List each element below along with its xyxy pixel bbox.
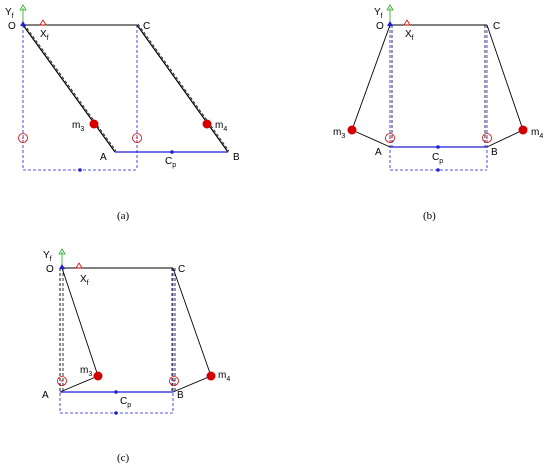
panel-a-y-arrow-icon [19, 4, 27, 11]
panel-b-c-label: C [493, 21, 500, 32]
panel-c-marker-dot-right [173, 380, 175, 382]
panel-b-marker-dot-left [389, 137, 391, 139]
panel-a-mass-3 [89, 119, 99, 129]
panel-a-marker-circle-right [132, 133, 142, 143]
panel-a-coupler-midpoint [170, 150, 174, 154]
panel-c-caption: (c) [117, 452, 130, 464]
panel-a-cp-label: Cp [165, 156, 176, 169]
panel-a-marker-dot-right [136, 137, 138, 139]
panel-b-b-label: B [491, 147, 498, 158]
panel-a-mass-4 [202, 119, 212, 129]
panel-a-link-cb [136, 24, 229, 153]
panel-b-x-label: Xf [405, 29, 414, 42]
panel-c-m3-label: m3 [80, 365, 92, 378]
panel-a-b-label: B [233, 152, 240, 163]
panel-b-m3-label: m3 [333, 127, 345, 140]
panel-b-marker-circle-right [482, 133, 492, 143]
panel-b-link-m3-a [351, 129, 391, 148]
panel-b-x-arrow-icon [403, 19, 411, 26]
panel-c-link-o-m3 [61, 267, 99, 377]
panel-b-marker-dot-right [486, 137, 488, 139]
panel-c-origin-label: O [46, 264, 54, 275]
panel-c-x-arrow-icon [75, 262, 83, 269]
panel-c-mass-4 [206, 371, 216, 381]
panel-c-x-label: Xf [80, 274, 89, 287]
panel-b-link-o-m3 [351, 24, 391, 131]
panel-b-y-arrow-icon [386, 4, 394, 11]
panel-b-caption: (b) [423, 210, 436, 222]
panel-a-link-oa [22, 24, 116, 153]
panel-a-c-label: C [143, 21, 150, 32]
panel-b-link-m4-b [486, 129, 524, 148]
panel-c-marker-circle-left [57, 376, 67, 386]
panel-c-mass-3 [93, 371, 103, 381]
panel-c-origin-marker-icon [59, 264, 65, 269]
panel-a-origin-marker-icon [20, 21, 26, 26]
panel-c-ground-arrow-dot [114, 411, 118, 415]
panel-c: Yf O Xf C m3 m4 A B Cp (c) [42, 248, 230, 464]
panel-c-y-label: Yf [43, 250, 52, 263]
panel-b-origin-marker-icon [387, 21, 393, 26]
panel-b-cp-label: Cp [432, 152, 443, 165]
panel-a-ground-arrow-dot [78, 168, 82, 172]
panel-b-link-c-m4 [486, 24, 524, 131]
panel-a-origin-label: O [8, 21, 16, 32]
panel-c-link-m3-a [59, 375, 99, 393]
panel-c-b-label: B [177, 390, 184, 401]
panel-a-y-label: Yf [5, 7, 14, 20]
panel-a-link-oa-dash [23, 23, 117, 152]
panel-a-m4-label: m4 [215, 120, 227, 133]
panel-a-marker-dot-left [22, 137, 24, 139]
panel-c-m4-label: m4 [218, 370, 230, 383]
panel-a-m3-label: m3 [72, 120, 84, 133]
panel-c-marker-dot-left [61, 380, 63, 382]
panel-a-link-cb-dash [137, 23, 230, 152]
panel-a-marker-circle-left [18, 133, 28, 143]
panel-b-ground-arrow-dot [436, 168, 440, 172]
panel-b-mass-3 [347, 125, 357, 135]
panel-a-a-label: A [100, 152, 107, 163]
panel-b-origin-label: O [376, 21, 384, 32]
panel-b-marker-circle-left [385, 133, 395, 143]
panel-a-x-arrow-icon [39, 19, 47, 26]
panel-a-x-label: Xf [40, 29, 49, 42]
panel-b-coupler-midpoint [436, 145, 440, 149]
panel-b-mass-4 [518, 125, 528, 135]
panel-b-y-label: Yf [374, 7, 383, 20]
panel-c-coupler-midpoint [114, 390, 118, 394]
panel-c-y-arrow-icon [58, 248, 66, 255]
panel-c-c-label: C [178, 264, 185, 275]
panel-c-link-m4-b [172, 375, 212, 393]
panel-c-marker-circle-right [169, 376, 179, 386]
panel-b-a-label: A [375, 147, 382, 158]
panel-c-a-label: A [42, 390, 49, 401]
panel-c-cp-label: Cp [120, 396, 131, 409]
panel-a-caption: (a) [117, 210, 130, 222]
panel-b-m4-label: m4 [531, 127, 543, 140]
panel-c-link-c-m4 [172, 267, 212, 377]
panel-b: Yf O Xf C m3 m4 A B Cp (b) [333, 4, 543, 222]
panel-a: Yf O Xf C m3 m4 A B Cp (a) [5, 4, 240, 222]
